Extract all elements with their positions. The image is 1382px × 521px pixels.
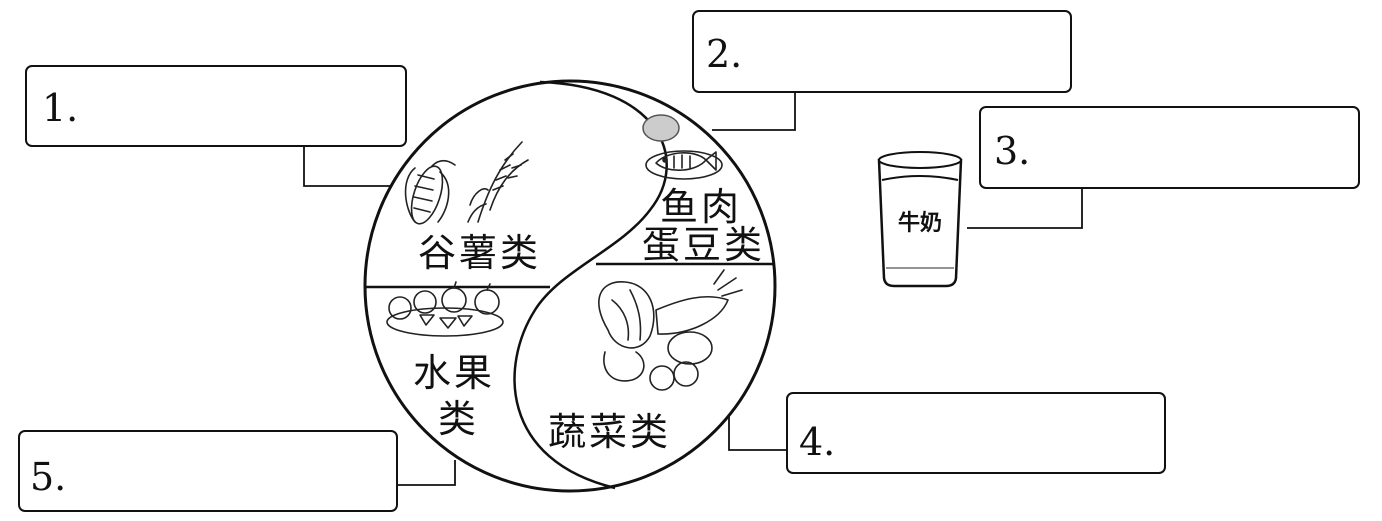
answer-box-4-number: 4.	[799, 420, 835, 464]
milk-label: 牛奶	[898, 210, 942, 236]
plate-outline	[363, 79, 777, 493]
answer-box-5-number: 5.	[30, 455, 66, 499]
answer-box-3[interactable]: 3.	[979, 106, 1360, 189]
grains-label: 谷薯类	[418, 231, 541, 275]
vegetables-label: 蔬菜类	[548, 410, 671, 454]
answer-box-4[interactable]: 4.	[786, 392, 1166, 474]
vegetables-icon	[598, 269, 743, 391]
answer-box-5[interactable]: 5.	[18, 430, 398, 512]
fish-plate-icon	[645, 150, 723, 180]
fruit-bowl-icon	[386, 281, 504, 337]
answer-box-3-number: 3.	[994, 129, 1030, 173]
fruit-label-line2: 类	[438, 397, 479, 441]
answer-box-2-number: 2.	[706, 32, 742, 76]
answer-box-1[interactable]: 1.	[25, 65, 407, 147]
egg-icon	[642, 114, 680, 142]
meat-label-line1: 鱼肉	[660, 185, 742, 229]
connector-lines	[303, 92, 1083, 486]
fruit-label-line1: 水果	[413, 351, 495, 395]
answer-box-1-number: 1.	[42, 86, 78, 130]
milk-glass-icon	[877, 151, 963, 288]
answer-box-2[interactable]: 2.	[692, 10, 1072, 93]
corn-icon	[404, 159, 456, 225]
meat-label-line2: 蛋豆类	[642, 223, 765, 267]
wheat-icon	[467, 141, 529, 223]
